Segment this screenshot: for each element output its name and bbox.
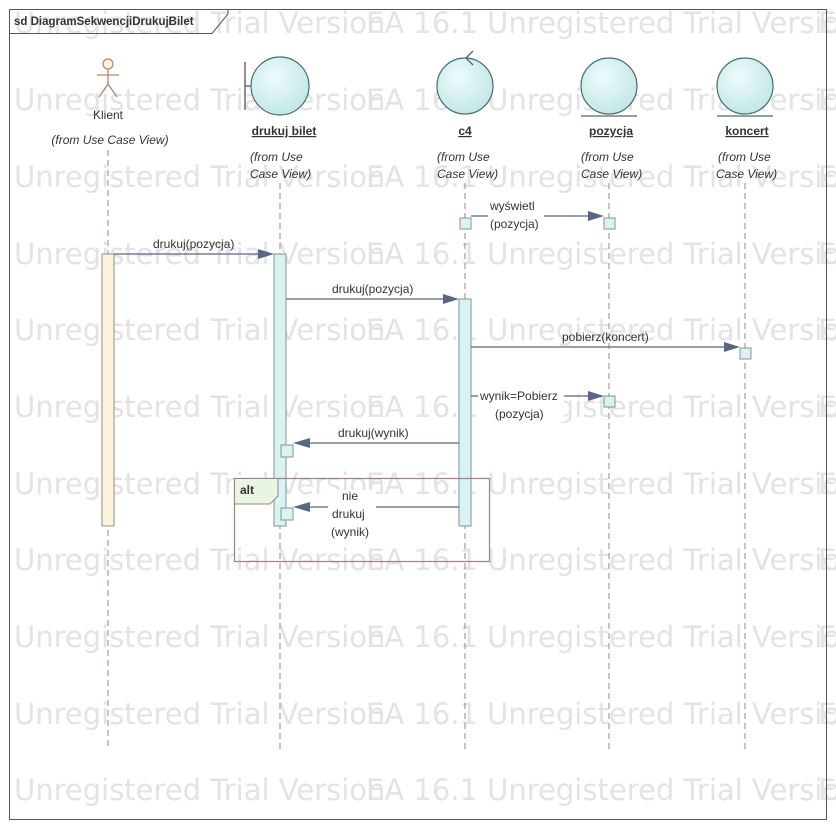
entity-icon[interactable] [580,57,638,117]
lifeline-name-koncert: koncert [725,124,768,138]
watermark-text: Unregistered Trial Version [14,83,385,117]
message-label-background [478,388,564,422]
actor-name: Klient [93,108,124,122]
lifeline-from-line2: Case View) [581,167,642,181]
arrowhead-icon [293,438,310,448]
control-icon[interactable] [436,50,494,115]
watermark-text: EA 16.1 Unregistered Trial Version [366,620,836,654]
fragment-operator: alt [240,483,254,497]
activation-drukuj-bilet-nested [280,507,294,521]
watermark-text: EA 16.1 Unregistered Trial Version [366,773,836,807]
lifeline-from-line2: Case View) [250,167,311,181]
watermark-text: EA 16.1 Unregistered Trial Version [366,313,836,347]
lifeline-from-line1: (from Use [581,150,634,164]
arrowhead-icon [443,294,459,304]
arrowhead-icon [588,391,604,401]
message-labels: wyświetl (pozycja) drukuj(pozycja) druku… [153,198,649,540]
watermark-text: EA 16.1 Unregistered Trial Version [366,237,836,271]
watermark-layer: Unregistered Trial Version EA 16.1 Unreg… [14,6,836,807]
watermark-text: EA 16.1 Unregistered Trial Version [366,543,836,577]
message-label-background [328,490,376,540]
lifeline-name-c4: c4 [458,124,472,138]
activation-c4 [458,298,472,527]
message-label: (wynik) [331,525,369,539]
arrowhead-icon [293,502,310,512]
lifeline-from-line2: Case View) [716,167,777,181]
watermark-text: EA 16.1 Unregistered Trial Version [366,6,836,40]
watermark-text: EA 16.1 Unregistered Trial Version [366,467,836,501]
activation-pozycja [603,217,616,230]
message-label: wyświetl [489,199,535,213]
frame-title-tab [9,9,229,34]
lifeline-from-line2: Case View) [437,167,498,181]
watermark-text: Unregistered Trial Version [14,543,385,577]
activation-c4-self [459,217,472,230]
message-label: (pozycja) [495,407,544,421]
arrowhead-icon [724,342,740,352]
watermark-text: Unregistered Trial Version [14,160,385,194]
activation-pozycja [603,395,616,408]
watermark-text: Unregistered Trial Version [14,6,385,40]
watermark-text: Unregistered Trial Version [14,313,385,347]
activation-koncert [739,347,752,360]
frame-title: sd DiagramSekwencjiDrukujBilet [14,16,194,28]
actor-from-text: (from Use Case View) [51,133,168,147]
watermark-text: Unregistered Trial Version [14,773,385,807]
watermark-text: Unregistered Trial Version [14,390,385,424]
boundary-icon[interactable] [244,56,310,116]
activation-drukuj-bilet-nested [280,444,294,458]
message-label: drukuj(wynik) [338,426,409,440]
lifeline-name-drukuj-bilet: drukuj bilet [252,124,317,138]
message-label: pobierz(koncert) [562,330,649,344]
message-label-background [488,198,544,232]
watermark-text: Unregistered Trial Version [14,697,385,731]
lifeline-from-line1: (from Use [718,150,771,164]
watermark-text: Unregistered Trial Version [14,620,385,654]
diagram-frame [9,9,827,820]
watermark-text: EA 16.1 Unregistered Trial Version [366,697,836,731]
activations [101,217,752,527]
activation-klient [101,253,115,527]
lifeline-from-line1: (from Use [250,150,303,164]
message-label: drukuj [332,507,365,521]
messages [114,211,740,512]
message-label: drukuj(pozycja) [153,237,234,251]
message-label: drukuj(pozycja) [332,282,413,296]
entity-icon[interactable] [716,57,774,117]
lifeline-name-pozycja: pozycja [589,124,633,138]
arrowhead-icon [588,211,604,221]
message-label: nie [342,489,358,503]
arrowhead-icon [258,249,274,259]
activation-drukuj-bilet [273,253,287,527]
stick-figure-actor-icon[interactable] [97,58,119,98]
watermark-text: EA 16.1 Unregistered Trial Version [366,160,836,194]
message-label: wynik=Pobierz [479,389,558,403]
watermark-text: Unregistered Trial Version [14,467,385,501]
lifeline-from-line1: (from Use [437,150,490,164]
alt-fragment[interactable]: alt [233,477,491,563]
message-label: (pozycja) [490,217,539,231]
